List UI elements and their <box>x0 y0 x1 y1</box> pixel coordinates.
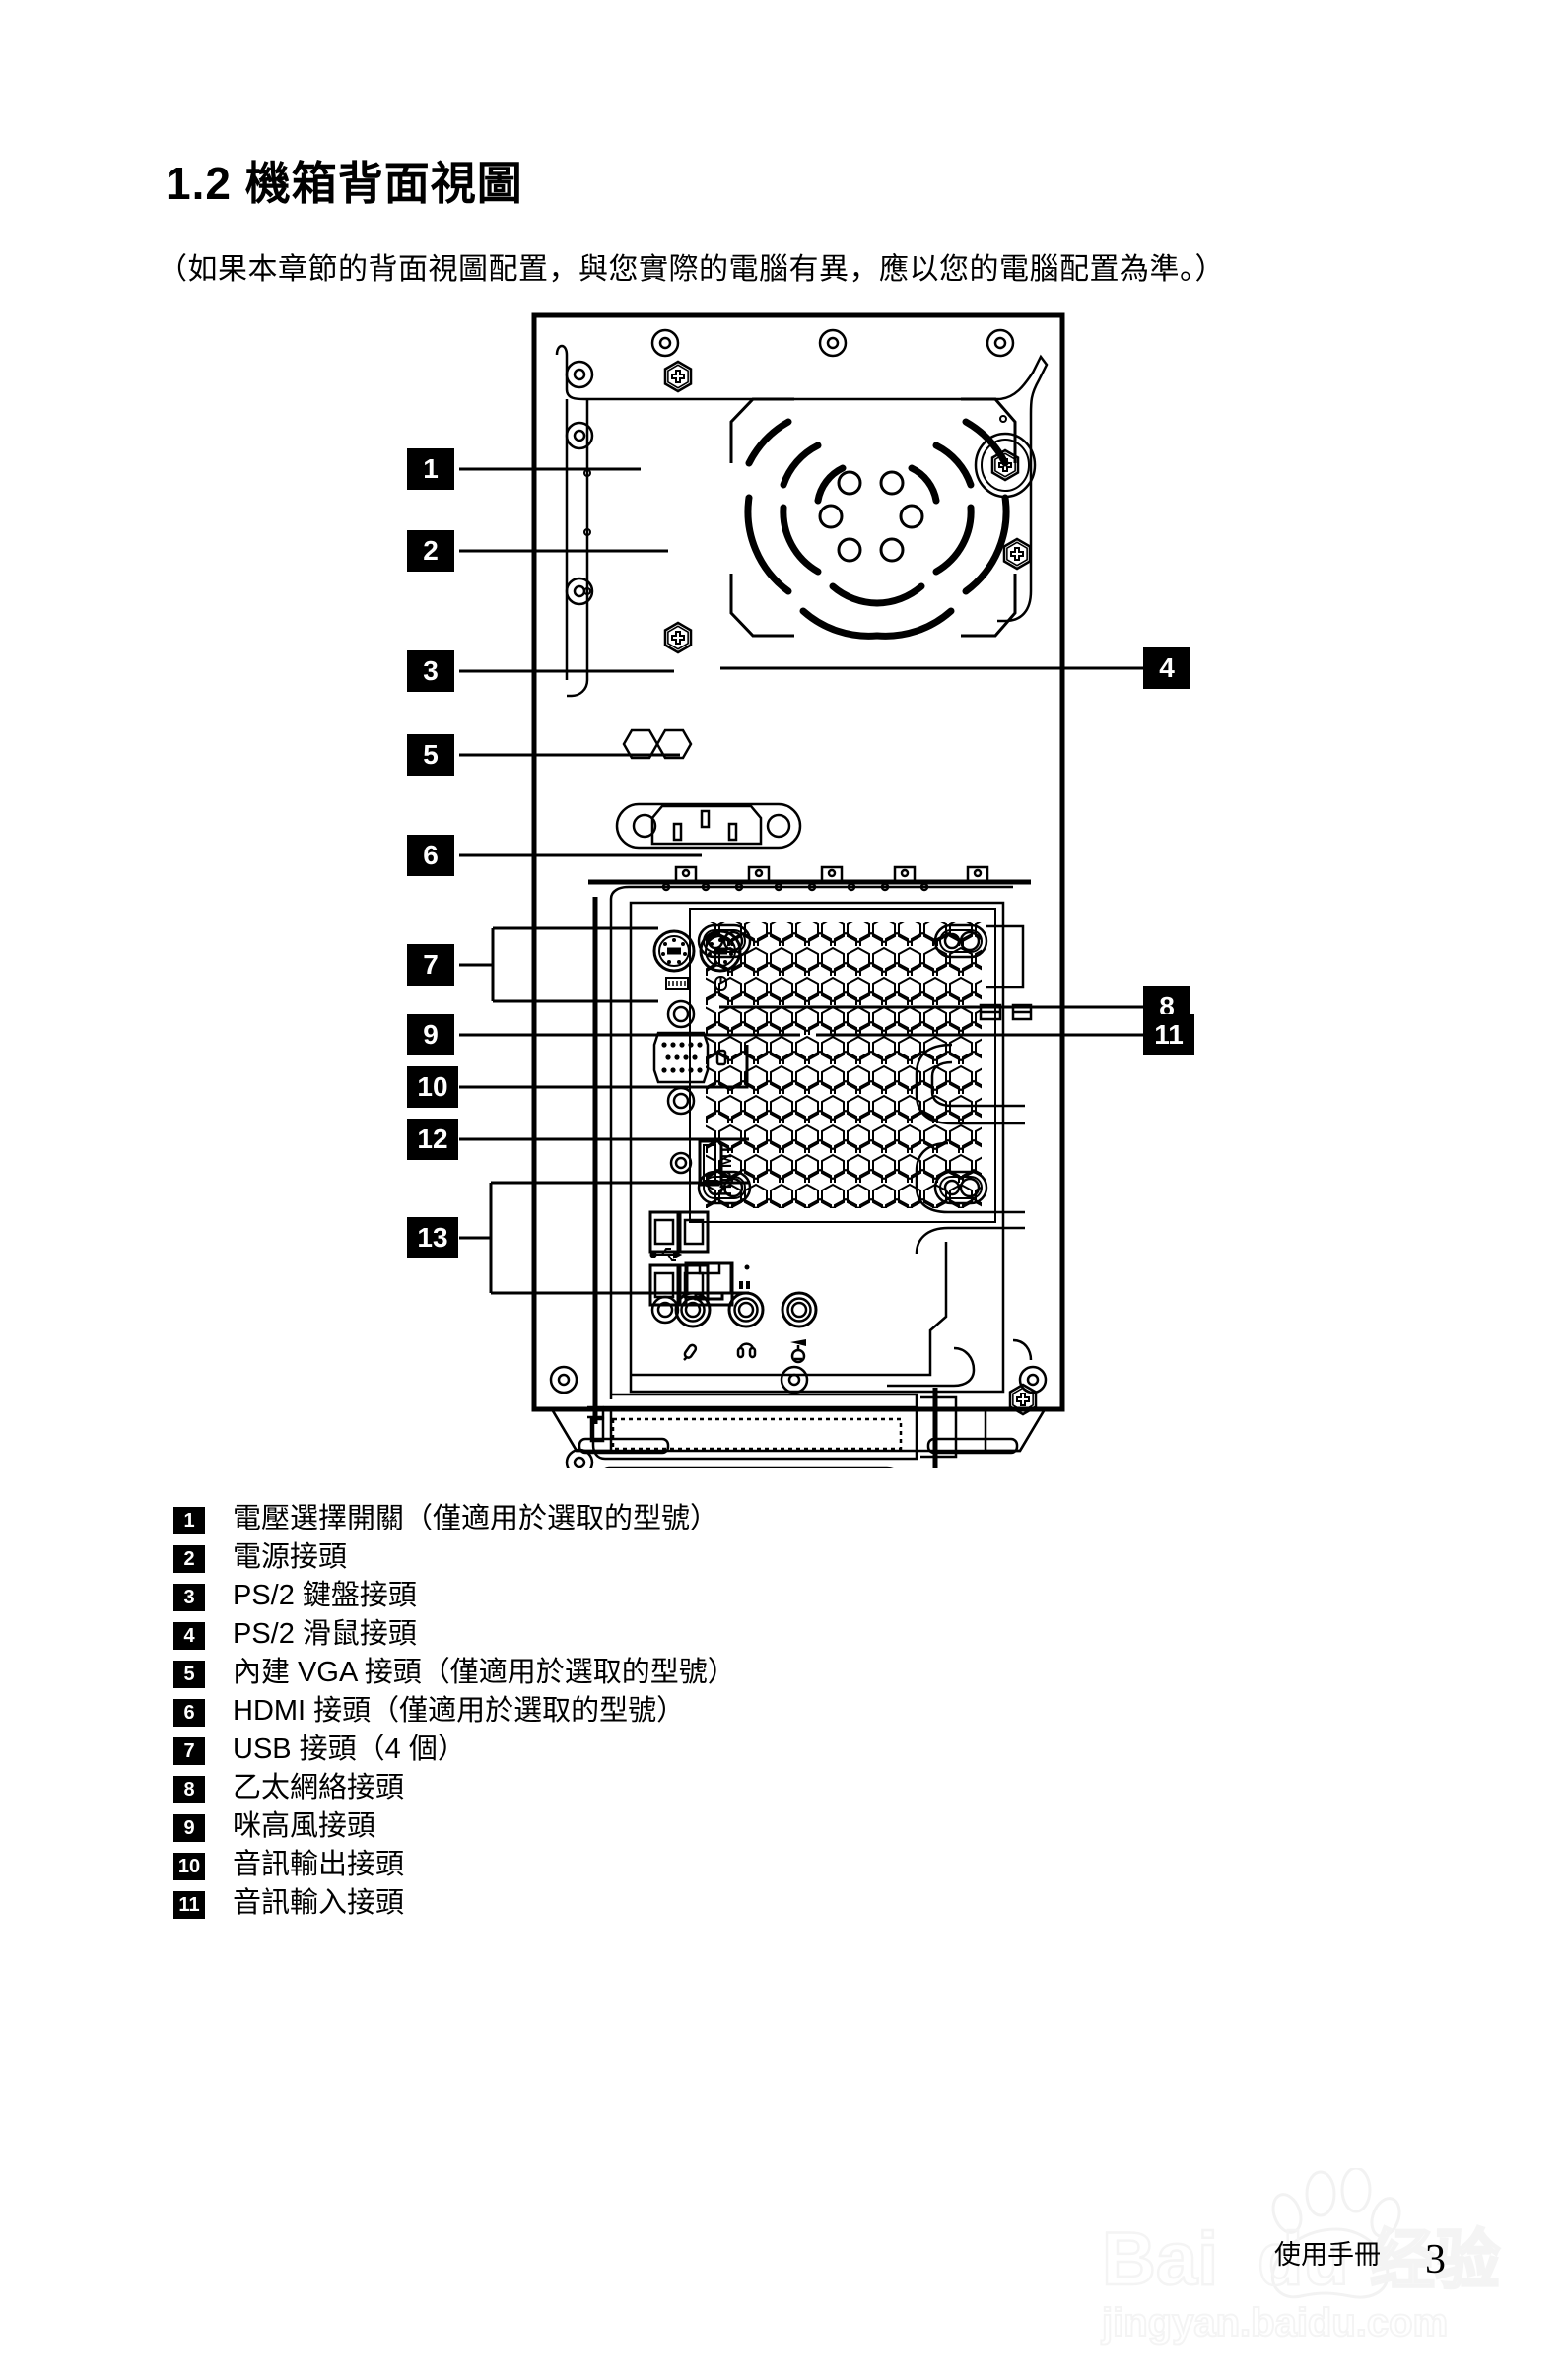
legend-label: 電壓選擇開關（僅適用於選取的型號） <box>233 1503 719 1534</box>
diagram-callout-7: 7 <box>407 944 454 986</box>
legend-badge: 10 <box>173 1853 205 1880</box>
hdmi-port-label: HDMI <box>716 1145 735 1195</box>
chassis-bottom <box>549 1338 1048 1394</box>
legend-badge: 1 <box>173 1507 205 1534</box>
legend-item: 10 音訊輸出接頭 <box>173 1849 1356 1887</box>
legend-label: 內建 VGA 接頭（僅適用於選取的型號） <box>233 1657 736 1688</box>
callout-leader-lines <box>459 467 1143 1295</box>
page-number: 3 <box>1425 2237 1446 2282</box>
usb-ports <box>648 1210 710 1307</box>
io-panel: HDMI <box>592 885 1033 1424</box>
legend-label: PS/2 鍵盤接頭 <box>233 1580 417 1611</box>
diagram-callout-3: 3 <box>407 650 454 692</box>
diagram-callout-5: 5 <box>407 734 454 776</box>
legend-label: HDMI 接頭（僅適用於選取的型號） <box>233 1695 686 1727</box>
ps2-keyboard-port <box>652 929 696 973</box>
legend-item: 11 音訊輸入接頭 <box>173 1887 1356 1926</box>
legend-item: 6 HDMI 接頭（僅適用於選取的型號） <box>173 1695 1356 1734</box>
vga-port <box>652 999 727 1116</box>
diagram-callout-11: 11 <box>1143 1014 1194 1055</box>
legend-item: 8 乙太網絡接頭 <box>173 1772 1356 1810</box>
legend-item: 2 電源接頭 <box>173 1541 1356 1580</box>
legend-label: PS/2 滑鼠接頭 <box>233 1618 417 1650</box>
psu-panel <box>555 328 1049 892</box>
legend-item: 1 電壓選擇開關（僅適用於選取的型號） <box>173 1503 1356 1541</box>
legend-label: 電源接頭 <box>233 1541 348 1573</box>
diagram-callout-10: 10 <box>407 1066 458 1108</box>
chassis-rear-view-diagram: HDMI <box>0 296 1564 1468</box>
diagram-callout-1: 1 <box>407 448 454 490</box>
section-note: （如果本章節的背面視圖配置，與您實際的電腦有異，應以您的電腦配置為準。） <box>158 253 1225 286</box>
voltage-selector-switch <box>622 728 693 760</box>
diagram-callout-12: 12 <box>407 1119 458 1160</box>
legend-item: 3 PS/2 鍵盤接頭 <box>173 1580 1356 1618</box>
diagram-callout-4: 4 <box>1143 647 1190 689</box>
diagram-callout-2: 2 <box>407 530 454 572</box>
legend-list: 1 電壓選擇開關（僅適用於選取的型號） 2 電源接頭 3 PS/2 鍵盤接頭 4… <box>173 1503 1356 1926</box>
legend-badge: 3 <box>173 1584 205 1611</box>
power-connector <box>615 802 802 850</box>
legend-badge: 6 <box>173 1699 205 1727</box>
diagram-callout-6: 6 <box>407 835 454 876</box>
page-title: 1.2 機箱背面視圖 <box>166 158 523 209</box>
legend-label: USB 接頭（4 個） <box>233 1734 466 1765</box>
legend-label: 乙太網絡接頭 <box>233 1772 405 1803</box>
legend-badge: 4 <box>173 1622 205 1650</box>
watermark-brand-text: Bai <box>1102 2217 1218 2301</box>
legend-badge: 7 <box>173 1737 205 1765</box>
legend-item: 5 內建 VGA 接頭（僅適用於選取的型號） <box>173 1657 1356 1695</box>
ps2-mouse-port <box>699 929 742 973</box>
hdmi-port <box>669 1139 723 1187</box>
status-indicators <box>979 1003 1033 1021</box>
legend-item: 9 咪高風接頭 <box>173 1810 1356 1849</box>
usb-icon <box>649 1248 683 1261</box>
legend-badge: 11 <box>173 1891 205 1919</box>
audio-jacks <box>650 1291 818 1364</box>
microphone-icon <box>683 1343 698 1361</box>
mouse-icon <box>714 976 727 991</box>
watermark-url-text: jingyan.baidu.com <box>1101 2301 1448 2345</box>
legend-label: 音訊輸入接頭 <box>233 1887 405 1919</box>
footer-manual-label: 使用手冊 <box>1274 2240 1381 2270</box>
expansion-slots <box>565 1383 1038 1468</box>
legend-item: 7 USB 接頭（4 個） <box>173 1734 1356 1772</box>
diagram-callout-13: 13 <box>407 1217 458 1258</box>
diagram-callout-9: 9 <box>407 1014 454 1055</box>
legend-badge: 2 <box>173 1545 205 1573</box>
legend-label: 咪高風接頭 <box>233 1810 376 1842</box>
legend-badge: 8 <box>173 1776 205 1803</box>
legend-badge: 5 <box>173 1661 205 1688</box>
headphone-icon <box>736 1342 757 1359</box>
line-in-icon <box>790 1339 806 1364</box>
legend-label: 音訊輸出接頭 <box>233 1849 405 1880</box>
legend-item: 4 PS/2 滑鼠接頭 <box>173 1618 1356 1657</box>
legend-badge: 9 <box>173 1814 205 1842</box>
